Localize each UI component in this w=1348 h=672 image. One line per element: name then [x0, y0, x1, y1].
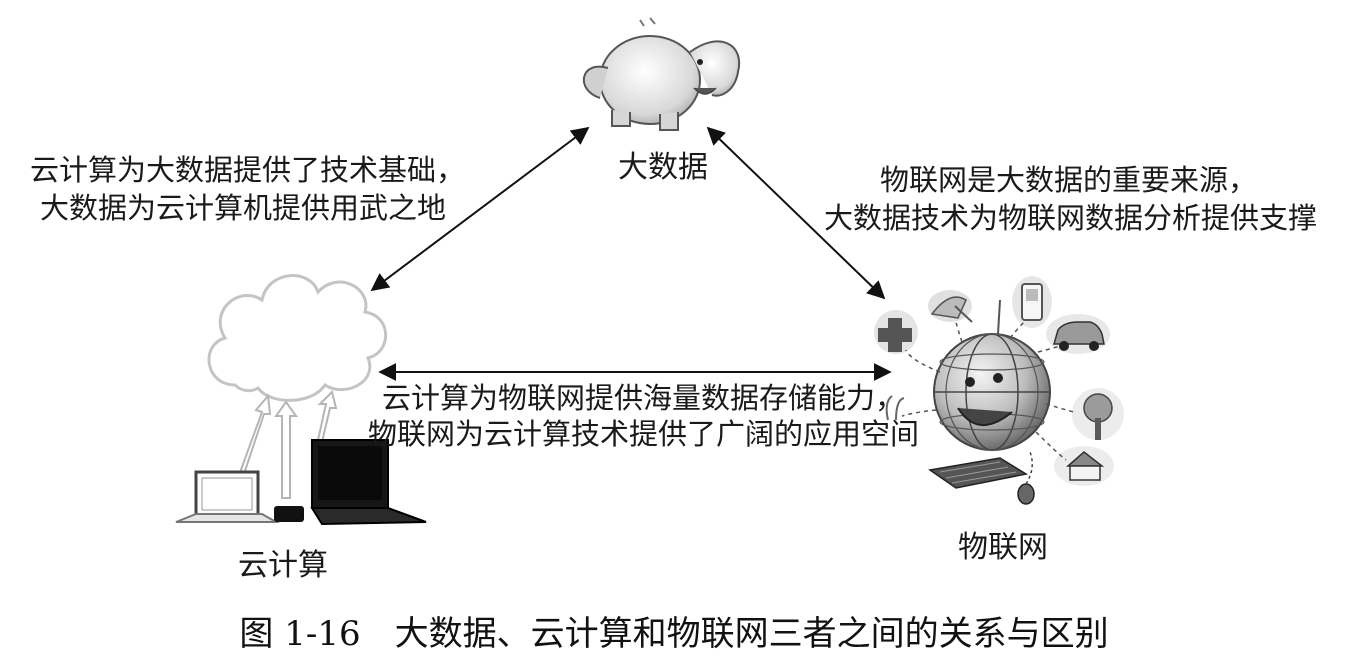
- mouse-icon: [1017, 451, 1035, 505]
- phone-icon: [1012, 276, 1052, 328]
- upload-arrows: [236, 390, 338, 499]
- iot-connectors: [901, 319, 1075, 461]
- node-label-cloud: 云计算: [238, 548, 328, 583]
- car-icon: [1046, 314, 1110, 354]
- house-icon: [1054, 446, 1114, 486]
- cloud-icon: [207, 274, 388, 402]
- arrow-iot-bigdata: [706, 126, 886, 300]
- globe-icon: [933, 299, 1051, 451]
- laptop-icon: [175, 470, 280, 523]
- satellite-dish-icon: [928, 290, 973, 323]
- plant-icon: [885, 395, 905, 421]
- device-icon: [274, 506, 304, 522]
- relation-cloud-iot-line1: 云计算为物联网提供海量数据存储能力，: [382, 381, 905, 415]
- relation-iot-bigdata-line2: 大数据技术为物联网数据分析提供支撑: [824, 201, 1318, 235]
- relation-cloud-bigdata-line2: 大数据为云计算机提供用武之地: [40, 191, 447, 225]
- medical-cross-icon: [874, 310, 918, 354]
- elephant-icon: [582, 17, 741, 131]
- node-label-big-data: 大数据: [618, 150, 708, 185]
- relation-iot-bigdata-line1: 物联网是大数据的重要来源，: [880, 163, 1258, 197]
- relation-cloud-bigdata-line1: 云计算为大数据提供了技术基础，: [30, 153, 466, 187]
- netbook-icon: [310, 439, 427, 526]
- node-label-iot: 物联网: [958, 530, 1048, 565]
- relation-cloud-iot-line2: 物联网为云计算技术提供了广阔的应用空间: [368, 417, 920, 451]
- tree-icon: [1072, 388, 1124, 440]
- figure-caption: 图 1-16 大数据、云计算和物联网三者之间的关系与区别: [239, 614, 1109, 654]
- keyboard-icon: [928, 457, 1029, 489]
- arrow-cloud-bigdata: [370, 126, 590, 292]
